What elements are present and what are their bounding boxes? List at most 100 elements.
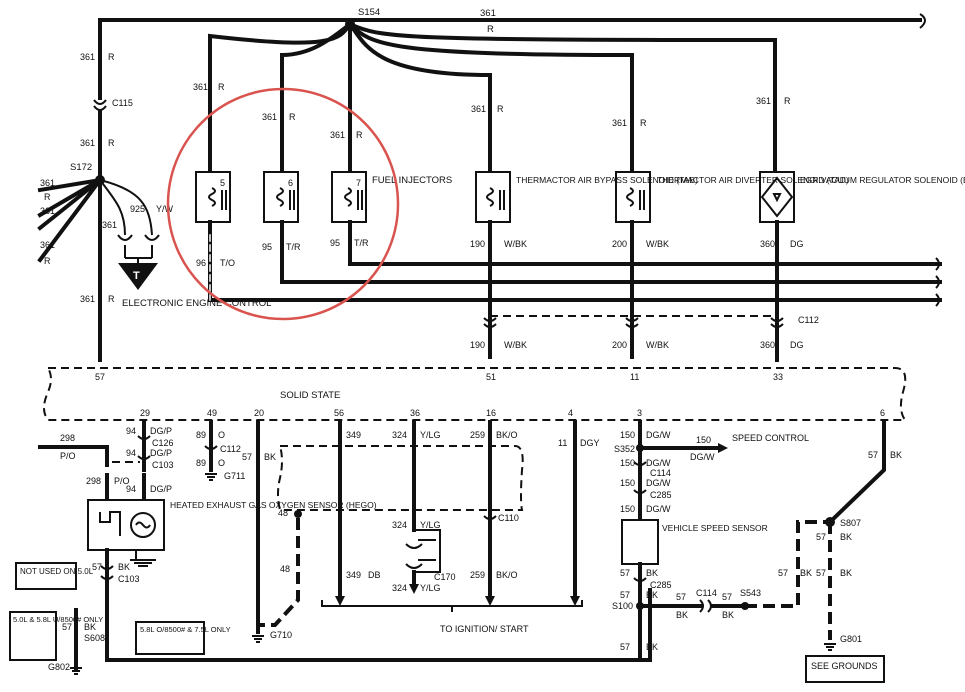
- c103-lower-label: C103: [118, 574, 140, 584]
- highlight-circle: [166, 87, 400, 321]
- s543-branch-color: BK: [800, 568, 812, 578]
- hego-power-number: 298: [86, 476, 101, 486]
- top-wire-color: R: [487, 24, 494, 35]
- yw-wire-color: Y/W: [156, 204, 174, 214]
- see-grounds-label: SEE GROUNDS: [811, 661, 878, 671]
- tab-out-color: W/BK: [504, 239, 527, 249]
- inj7-pin: 7: [356, 178, 361, 188]
- c285-upper-number: 150: [620, 478, 635, 488]
- eec-label: ELECTRONIC ENGINE CONTROL: [122, 298, 271, 309]
- c115-lower-color: R: [108, 138, 115, 148]
- ground-t-label: T: [133, 270, 140, 282]
- pin-16: 16: [486, 408, 496, 418]
- hego-label: HEATED EXHAUST GAS OXYGEN SENSOR (HEGO): [170, 500, 377, 510]
- inj5-out-color: T/O: [220, 258, 235, 268]
- fuel-injectors-line: FUEL INJECTORS: [372, 175, 452, 186]
- ecm-feed-number: 361: [80, 294, 95, 304]
- s172-wire1-color: R: [44, 192, 51, 202]
- c170-label: C170: [434, 572, 456, 582]
- c114-lower-number: 57: [676, 592, 686, 602]
- pin3-color: DG/W: [646, 430, 671, 440]
- c170-lower-number: 324: [392, 583, 407, 593]
- s543-color: BK: [722, 610, 734, 620]
- c115-upper-color: R: [108, 52, 115, 62]
- hego-sig-color-3: DG/P: [150, 484, 172, 494]
- s100-number: 57: [620, 590, 630, 600]
- pin-11: 11: [630, 372, 639, 382]
- yw-wire-number: 925: [130, 204, 145, 214]
- c126-label: C126: [152, 438, 174, 448]
- c285-label: C285: [650, 490, 672, 500]
- pin-4: 4: [568, 408, 573, 418]
- c170-lower-color: Y/LG: [420, 583, 441, 593]
- hego-ground-color: BK: [118, 562, 130, 572]
- g710-label: G710: [270, 630, 292, 640]
- g711-upper-number: 89: [196, 430, 206, 440]
- evr-pin-color: DG: [790, 340, 804, 350]
- s172-wire3-color: R: [44, 256, 51, 266]
- s807-number: 57: [816, 532, 826, 542]
- s807-label: S807: [840, 518, 861, 528]
- c114-upper-color: DG/W: [646, 458, 671, 468]
- inj6-pin: 6: [288, 178, 293, 188]
- inj5-out-number: 96: [196, 258, 206, 268]
- s543-branch-number: 57: [778, 568, 788, 578]
- eec-wire-number: 361: [102, 220, 117, 230]
- hego-circuit: [38, 420, 652, 662]
- vss-out-number: 57: [620, 568, 630, 578]
- solid-state-label: SOLID STATE: [280, 390, 340, 401]
- engines-box-2: [135, 621, 205, 655]
- s172-label: S172: [70, 162, 92, 173]
- shield-48-lower: 48: [280, 564, 290, 574]
- tad-out-number: 200: [612, 239, 627, 249]
- s543-label: S543: [740, 588, 761, 598]
- vss-in-number: 150: [620, 504, 635, 514]
- vss-in-color: DG/W: [646, 504, 671, 514]
- c114-lower-color: BK: [676, 610, 688, 620]
- eec-line: ELECTRONIC ENGINE CONTROL: [122, 298, 271, 309]
- s154-label: S154: [358, 7, 380, 18]
- hego-feed-color: P/O: [60, 451, 76, 461]
- g711-circuit: [204, 420, 218, 481]
- pin36-color: Y/LG: [420, 430, 441, 440]
- hego-sig-number-1: 94: [126, 426, 136, 436]
- pin-51: 51: [486, 372, 496, 382]
- s608-label: S608: [84, 633, 105, 643]
- ign-db-color: DB: [368, 570, 381, 580]
- speed-control-label: SPEED CONTROL: [732, 433, 809, 443]
- evr-pin-number: 360: [760, 340, 775, 350]
- pin20-number: 57: [242, 452, 252, 462]
- solid-state-module: [43, 367, 907, 421]
- s608-ground: [70, 608, 82, 675]
- g711-lower-color: O: [218, 458, 225, 468]
- tad-wire-number: 361: [612, 118, 627, 128]
- evr-wire-color: R: [784, 96, 791, 106]
- hego-ground-number: 57: [92, 562, 102, 572]
- tad-pin-number: 200: [612, 340, 627, 350]
- c115-lower-number: 361: [80, 138, 95, 148]
- g802-label: G802: [48, 662, 70, 672]
- pin20-color: BK: [264, 452, 276, 462]
- tab-wire-color: R: [497, 104, 504, 114]
- hego-sig-number-2: 94: [126, 448, 136, 458]
- hego-sig-number-3: 94: [126, 484, 136, 494]
- pin16-color: BK/O: [496, 430, 518, 440]
- inj5-wire-color: R: [218, 82, 225, 92]
- g801-feed-color: BK: [840, 568, 852, 578]
- c115-label: C115: [112, 98, 133, 108]
- tab-pin-color: W/BK: [504, 340, 527, 350]
- g711-label: G711: [224, 471, 245, 481]
- c110-label: C110: [498, 513, 519, 523]
- g801-feed-number: 57: [816, 568, 826, 578]
- tab-pin-number: 190: [470, 340, 485, 350]
- engines-label-1: 5.0L & 5.8L U/8500# ONLY: [13, 615, 103, 624]
- inj6-out-number: 95: [262, 242, 272, 252]
- inj7-out-number: 95: [330, 238, 340, 248]
- speed-ctrl-color: DG/W: [690, 452, 715, 462]
- g710-circuit: [252, 420, 302, 643]
- solenoids: [475, 171, 795, 362]
- g801-label: G801: [840, 634, 862, 644]
- g711-lower-number: 89: [196, 458, 206, 468]
- inj5-wire-number: 361: [193, 82, 208, 92]
- evr-wire-number: 361: [756, 96, 771, 106]
